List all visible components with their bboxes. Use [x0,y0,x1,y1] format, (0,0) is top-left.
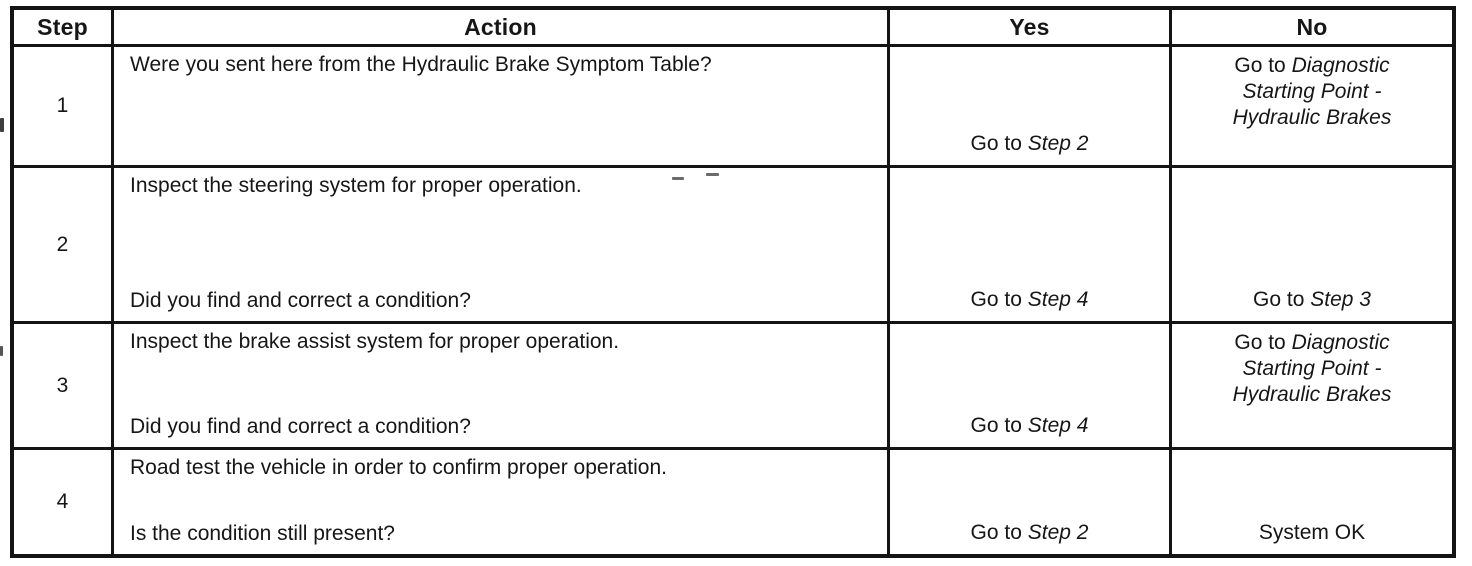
no-result: Go to Step 3 [1253,287,1371,311]
action-text: Inspect the brake assist system for prop… [130,330,620,353]
action-text: Were you sent here from the Hydraulic Br… [130,53,712,76]
action-text: Road test the vehicle in order to confir… [130,456,667,479]
no-result: Go to Diagnostic Starting Point - Hydrau… [1232,331,1392,407]
step-number: 4 [14,450,114,554]
action-question: Did you find and correct a condition? [130,288,471,312]
col-header-no: No [1172,10,1452,47]
step-number: 2 [14,168,114,324]
no-cell: Go to Diagnostic Starting Point - Hydrau… [1172,324,1452,450]
no-cell: System OK [1172,450,1452,554]
yes-cell: Go to Step 4 [890,324,1172,450]
yes-result: Go to Step 4 [970,413,1089,437]
step-number: 1 [14,47,114,168]
action-cell: Road test the vehicle in order to confir… [114,450,890,554]
col-header-yes: Yes [890,10,1172,47]
col-header-step: Step [14,10,114,47]
action-cell: Inspect the brake assist system for prop… [114,324,890,450]
no-result: Go to Diagnostic Starting Point - Hydrau… [1232,54,1392,130]
col-header-action: Action [114,10,890,47]
scan-artifact [672,177,684,180]
yes-cell: Go to Step 2 [890,47,1172,168]
no-cell: Go to Step 3 [1172,168,1452,324]
yes-result: Go to Step 4 [970,287,1089,311]
scan-artifact [0,118,4,132]
yes-result: Go to Step 2 [970,131,1089,155]
action-cell: Inspect the steering system for proper o… [114,168,890,324]
yes-cell: Go to Step 2 [890,450,1172,554]
yes-result: Go to Step 2 [970,520,1089,544]
action-question: Did you find and correct a condition? [130,414,471,438]
action-text: Inspect the steering system for proper o… [130,174,582,197]
action-question: Is the condition still present? [130,521,395,545]
yes-cell: Go to Step 4 [890,168,1172,324]
scan-artifact [706,173,719,176]
diagnostic-table: Step Action Yes No 1 Were you sent here … [10,6,1456,558]
step-number: 3 [14,324,114,450]
no-result: System OK [1258,520,1366,544]
scan-artifact [0,346,3,356]
action-cell: Were you sent here from the Hydraulic Br… [114,47,890,168]
no-cell: Go to Diagnostic Starting Point - Hydrau… [1172,47,1452,168]
